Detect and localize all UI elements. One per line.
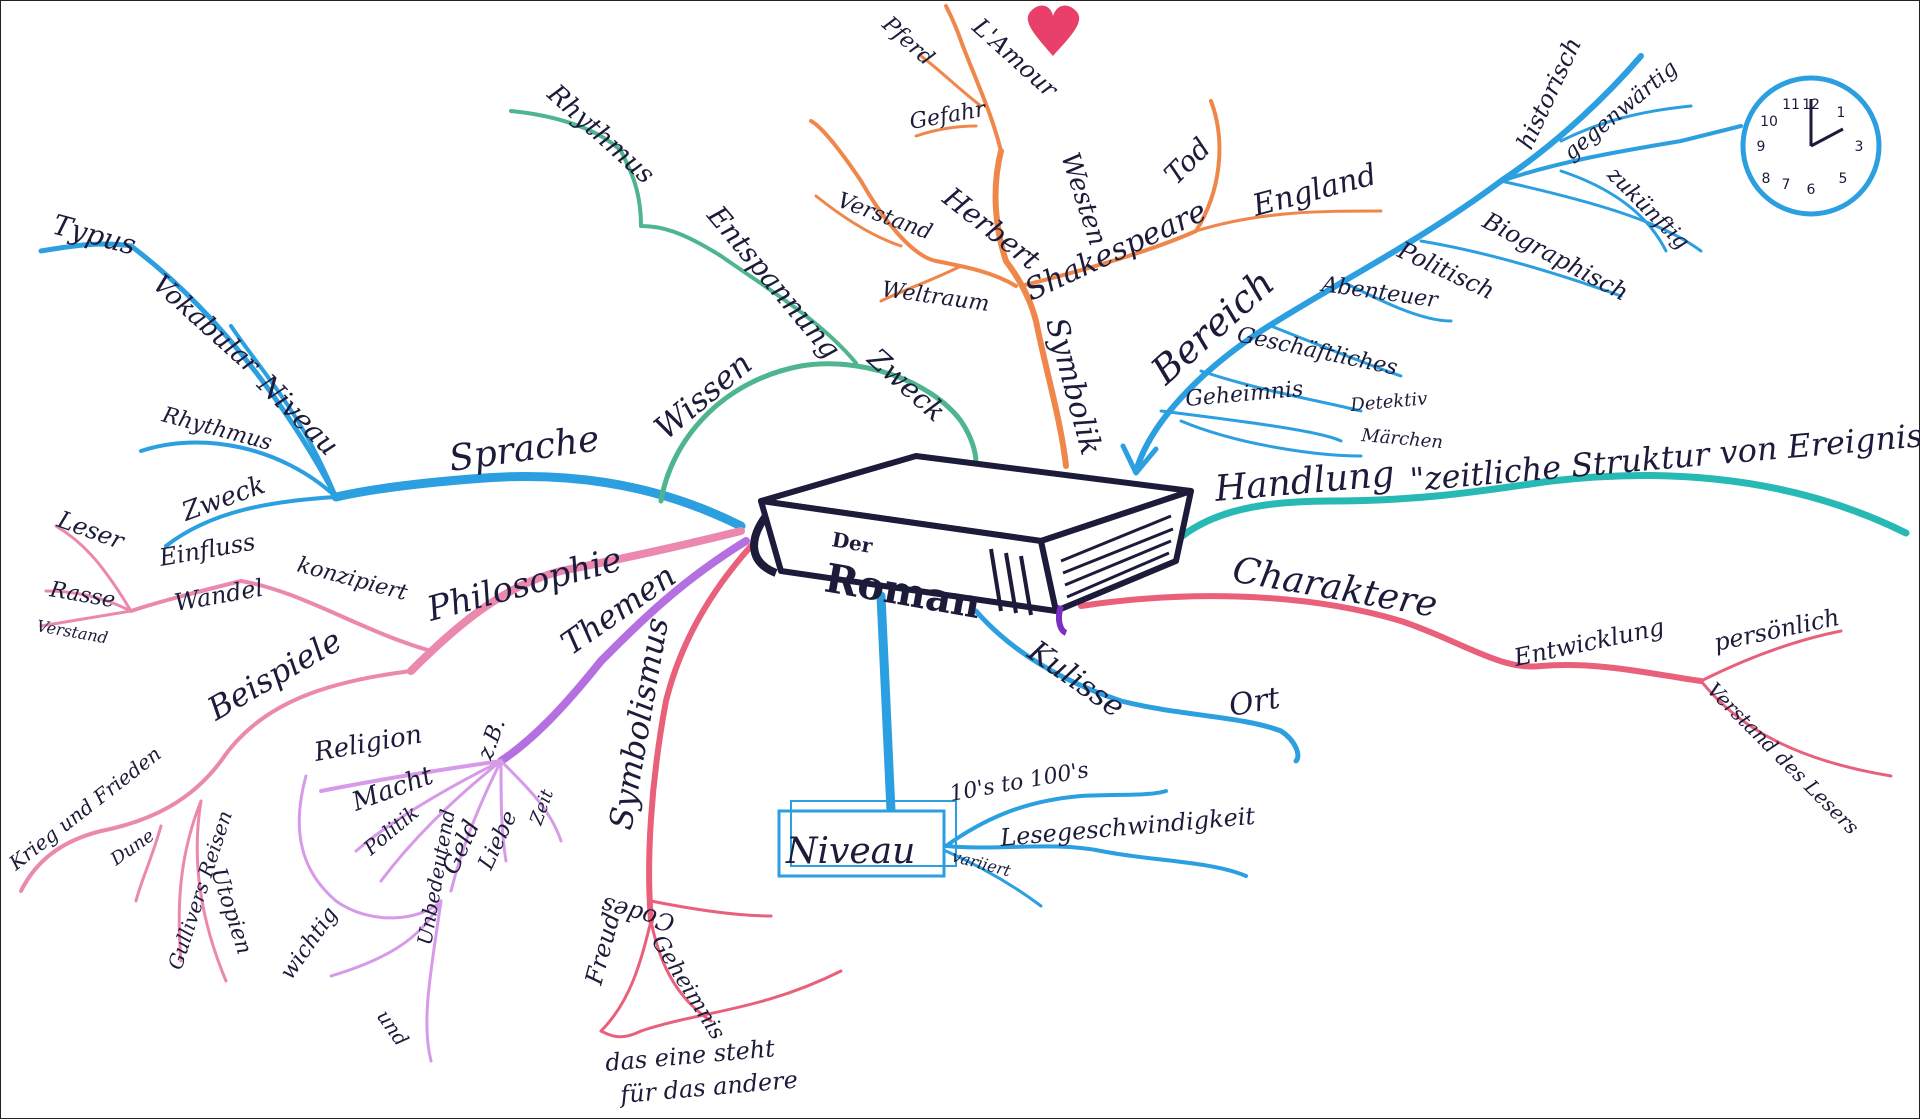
branch-philosophie: [39, 524, 745, 675]
label-tod: Tod: [1158, 131, 1218, 191]
label-lese: Lesegeschwindigkeit: [998, 802, 1256, 852]
clock-numeral: 9: [1757, 139, 1766, 155]
clock-numeral: 6: [1807, 182, 1816, 198]
branch-symbolik: [809, 4, 1383, 469]
label-konzipiert: konzipiert: [294, 553, 410, 606]
label-pferd: Pferd: [876, 11, 938, 71]
label-abenteuer: Abenteuer: [1318, 272, 1441, 313]
label-westen: Westen: [1054, 149, 1112, 249]
clock-numeral: 3: [1855, 139, 1864, 155]
label-sprache: Sprache: [447, 418, 602, 480]
label-unbedeutend: Unbedeutend: [412, 807, 460, 947]
label-weltraum: Weltraum: [880, 277, 991, 317]
label-leser: Leser: [53, 505, 129, 555]
label-zweck-wi: Zweck: [861, 341, 953, 428]
label-freud: Freud: [579, 910, 625, 989]
label-geheimnis-be: Geheimnis: [1184, 377, 1304, 412]
label-england: England: [1248, 157, 1380, 224]
label-wichtig: wichtig: [275, 903, 343, 985]
label-wissen: Wissen: [647, 344, 759, 447]
label-zukuenftig: zukünftig: [1601, 162, 1694, 255]
clock-numeral: 12: [1802, 97, 1820, 113]
branch-themen: [497, 537, 750, 765]
clock-numeral: 11: [1782, 97, 1800, 113]
label-verstand-le: Verstand des Lesers: [1702, 678, 1864, 840]
branch-themen-examples: [297, 759, 563, 1063]
label-krieg: Krieg und Frieden: [4, 742, 166, 876]
bereich-arrowhead: [1120, 443, 1159, 476]
label-zweck-sp: Zweck: [177, 470, 269, 528]
label-entspannung: Entspannung: [700, 199, 847, 366]
branch-symbolismus: [599, 543, 843, 1039]
label-vokabular: Vokabular: [146, 269, 266, 381]
branch-charaktere: [1078, 593, 1893, 778]
branch-bereich: [1133, 53, 1743, 474]
label-detektiv: Detektiv: [1349, 388, 1429, 416]
branch-niveau: [876, 591, 1248, 908]
branch-beispiele: [19, 669, 413, 983]
label-religion: Religion: [311, 719, 424, 768]
label-dune: Dune: [106, 825, 158, 870]
label-kulisse: Kulisse: [1021, 633, 1131, 725]
label-rhythmus-wi: Rhythmus: [541, 78, 661, 190]
clock-numeral: 5: [1839, 171, 1848, 187]
label-verstand-sy: Verstand: [834, 188, 935, 245]
label-biographisch: Biographisch: [1477, 206, 1633, 307]
label-liebe: Liebe: [473, 807, 522, 874]
label-maerchen: Märchen: [1360, 425, 1444, 453]
branch-kulisse: [973, 608, 1301, 764]
heart-icon: [1027, 5, 1080, 57]
branch-handlung: [1172, 471, 1910, 545]
clock-numeral: 10: [1760, 114, 1778, 130]
label-typus: Typus: [49, 208, 139, 262]
label-geheimnis-sy: Geheimnis: [646, 931, 730, 1044]
label-macht: Macht: [347, 761, 438, 818]
label-und: und: [372, 1005, 414, 1050]
label-shakespeare: Shakespeare: [1020, 194, 1212, 309]
clock-numeral: 1: [1837, 105, 1846, 121]
label-rasse: Rasse: [47, 577, 117, 613]
label-toos: 10's to 100's: [948, 758, 1091, 807]
label-wandel: Wandel: [172, 574, 265, 617]
label-einfluss: Einfluss: [156, 528, 257, 573]
branch-sprache: [38, 241, 746, 548]
label-ort: Ort: [1226, 680, 1283, 723]
clock-numeral: 8: [1762, 171, 1771, 187]
book-icon: [750, 453, 1194, 636]
label-geschaeftliches: Geschäftliches: [1235, 322, 1400, 380]
label-charaktere: Charaktere: [1229, 549, 1440, 625]
clock-numeral: 7: [1782, 177, 1791, 193]
branch-wissen: [509, 109, 979, 504]
label-rhythmus-sp: Rhythmus: [158, 402, 274, 456]
label-zeitliche: "zeitliche Struktur von Ereignissen": [1408, 410, 1920, 499]
label-niveau: Niveau: [785, 831, 915, 872]
